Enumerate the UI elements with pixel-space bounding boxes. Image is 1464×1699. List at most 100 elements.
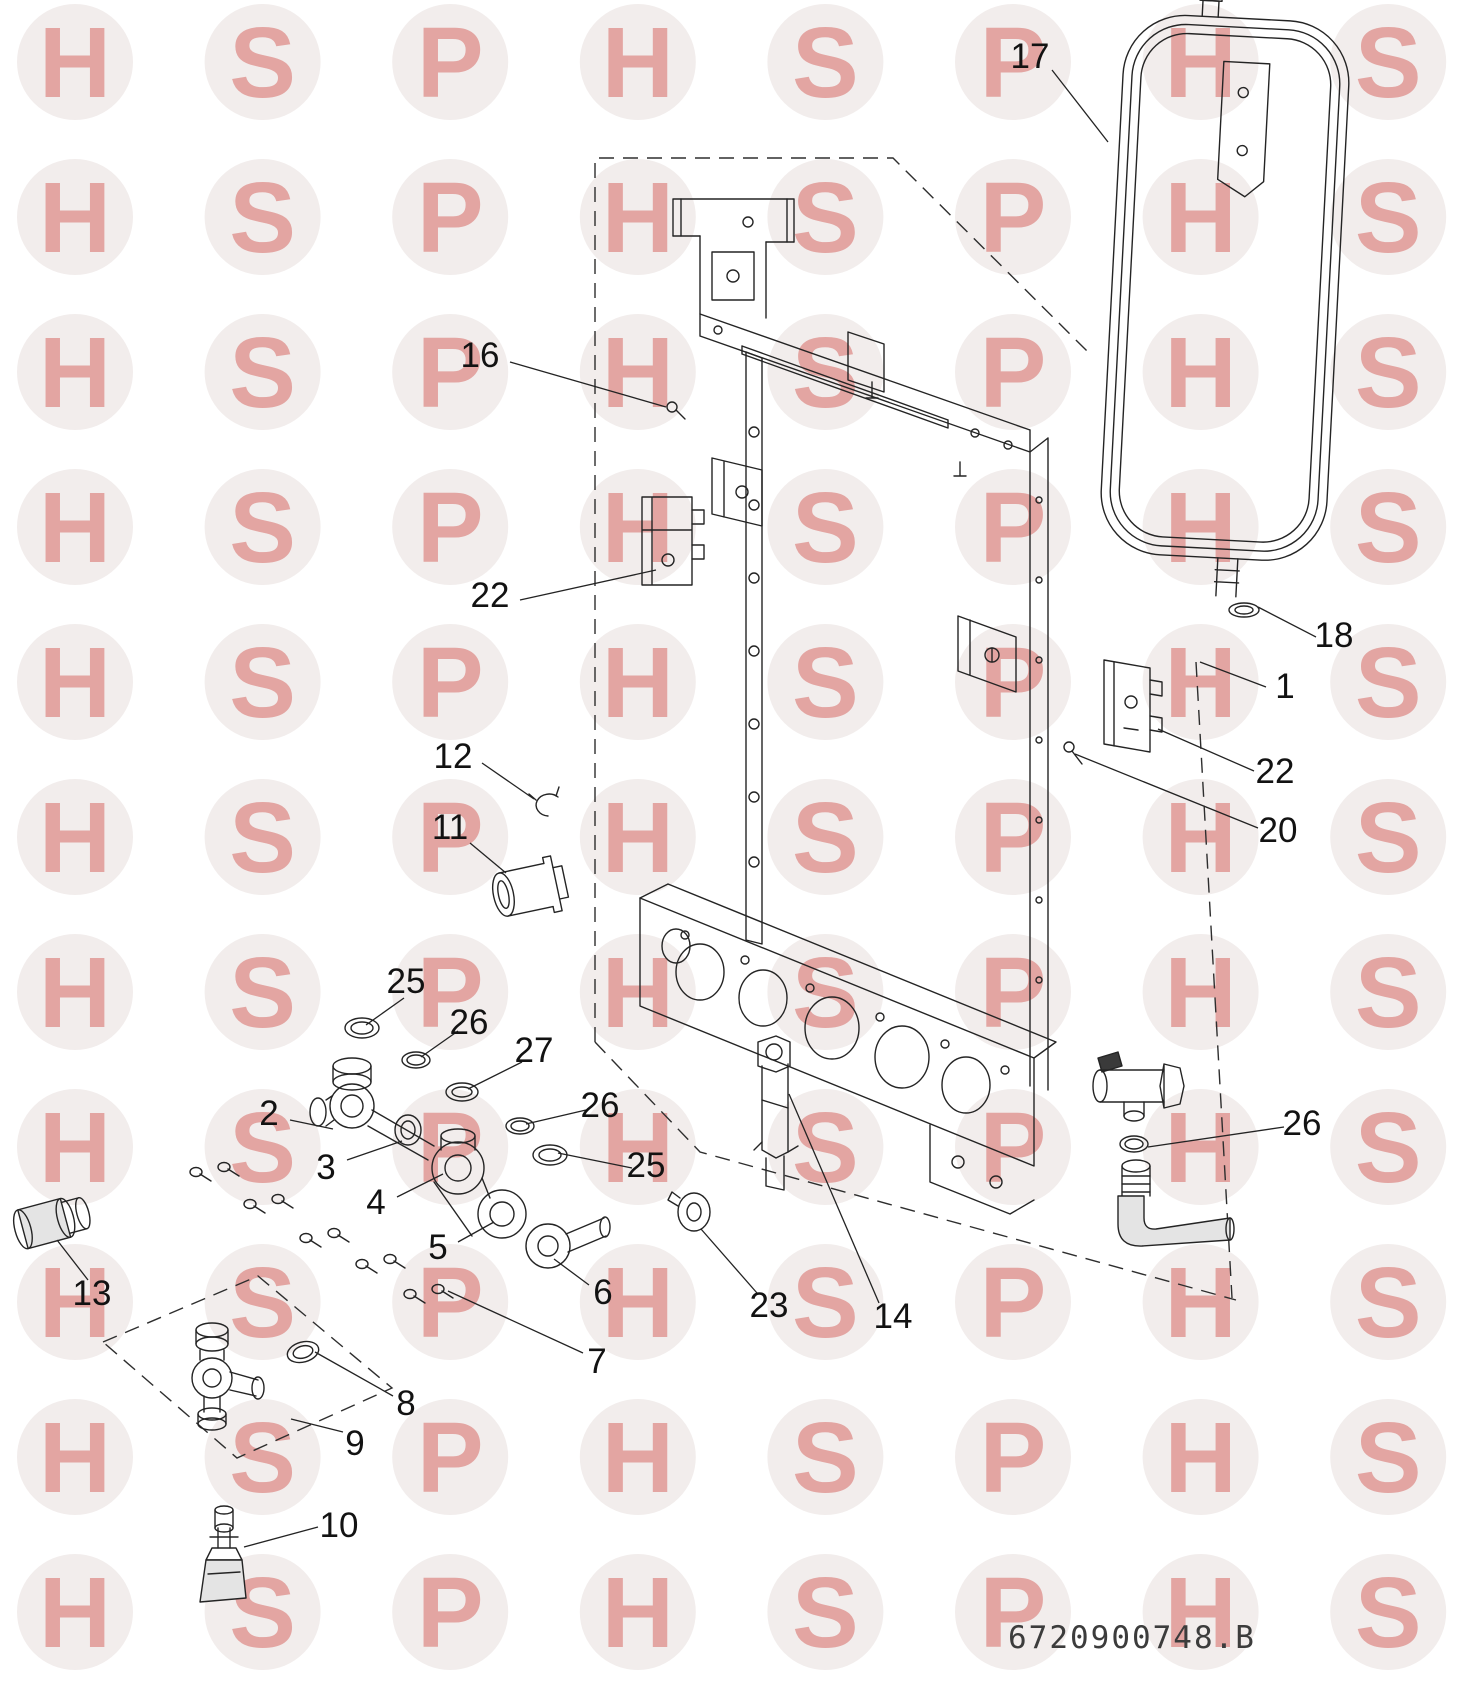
watermark-letter: H (602, 317, 674, 429)
part-label-20: 20 (1258, 811, 1298, 850)
watermark-circle (579, 779, 696, 895)
diagram-code: 6720900748.B (1008, 1620, 1256, 1656)
watermark-letter: S (229, 317, 296, 429)
part-label-25: 25 (626, 1146, 666, 1185)
watermark-letter: H (39, 162, 111, 274)
watermark-letter: H (1164, 1247, 1236, 1359)
watermark-circle (17, 1089, 133, 1205)
part-label-1: 1 (1275, 667, 1295, 706)
watermark-circle (1330, 1089, 1447, 1205)
watermark-circle (204, 1399, 321, 1515)
watermark-letter: S (792, 472, 859, 584)
watermark-letter: S (792, 162, 859, 274)
watermark-circle (955, 779, 1071, 895)
elbow-pipe-drawing (1117, 1159, 1235, 1247)
watermark-circle (392, 779, 509, 895)
oring-8-drawing (286, 1340, 320, 1364)
watermark-letter: P (417, 627, 484, 739)
watermark-letter: S (1355, 162, 1422, 274)
watermark-circle (579, 1554, 696, 1670)
part-label-22: 22 (1255, 752, 1295, 791)
watermark-circle (17, 934, 133, 1050)
watermark-letter: S (1355, 1092, 1422, 1204)
watermark-circle (955, 314, 1071, 430)
watermark-circle (1142, 779, 1259, 895)
watermark-circle (1142, 4, 1259, 120)
watermark-letter: H (39, 1402, 111, 1514)
watermark-letter: H (1164, 1092, 1236, 1204)
part-label-27: 27 (514, 1031, 554, 1070)
watermark-circle (204, 469, 321, 585)
watermark-circle (767, 624, 884, 740)
watermark-letter: P (417, 162, 484, 274)
watermark-letter: H (1164, 937, 1236, 1049)
watermark-circle (767, 4, 884, 120)
watermark-letter: H (1164, 472, 1236, 584)
part-label-23: 23 (749, 1286, 789, 1325)
watermark-letter: H (39, 937, 111, 1049)
watermark-circle (579, 159, 696, 275)
watermark-circle (392, 1244, 509, 1360)
watermark-letter: S (792, 782, 859, 894)
watermark-letter: S (1355, 1557, 1422, 1669)
frame-drawing (639, 198, 1057, 1215)
watermark-letter: P (417, 782, 484, 894)
watermark-letter: P (417, 317, 484, 429)
watermark-letter: S (1355, 7, 1422, 119)
fitting-11-drawing (491, 855, 570, 917)
watermark-circle (392, 934, 509, 1050)
watermark-letter: H (39, 1557, 111, 1669)
watermark-circle (767, 159, 884, 275)
watermark-letter: S (792, 7, 859, 119)
boundary-dashed-lines (101, 157, 1237, 1459)
watermark-letter: S (1355, 937, 1422, 1049)
valve-9-drawing (191, 1322, 265, 1431)
watermark-letter: S (1355, 1402, 1422, 1514)
part-label-16: 16 (460, 336, 500, 375)
part-label-18: 18 (1314, 616, 1354, 655)
watermark-letter: H (1164, 1402, 1236, 1514)
watermark-letter: P (417, 1092, 484, 1204)
watermark-letter: S (229, 937, 296, 1049)
watermark-circle (17, 314, 133, 430)
watermark-circle (1330, 159, 1447, 275)
watermark-letter: P (980, 1402, 1047, 1514)
watermark-circle (204, 159, 321, 275)
screw-16-drawing (666, 401, 686, 420)
watermark-circle (955, 4, 1071, 120)
watermark-circle (1330, 4, 1447, 120)
relief-valve-drawing (1092, 1051, 1185, 1122)
watermark-circle (204, 779, 321, 895)
watermark-letter: H (602, 627, 674, 739)
watermark-letter: P (980, 7, 1047, 119)
watermark-letter: S (792, 317, 859, 429)
part-label-7: 7 (587, 1342, 607, 1381)
bracket-14-drawing (753, 1035, 799, 1191)
part-label-11: 11 (431, 808, 469, 847)
watermark-letter: H (1164, 162, 1236, 274)
watermark-circle (767, 1089, 884, 1205)
watermark-circle (955, 624, 1071, 740)
watermark-circle (392, 1554, 509, 1670)
watermark-circle (955, 1244, 1071, 1360)
watermark-circle (767, 1399, 884, 1515)
watermark-circle (1142, 1244, 1259, 1360)
watermark-letter: S (229, 782, 296, 894)
bracket-22-right-drawing (1103, 659, 1163, 753)
watermark-circle (955, 1399, 1071, 1515)
plug-10-drawing (199, 1505, 247, 1603)
watermark-letter: S (792, 1402, 859, 1514)
watermark-circle (1142, 159, 1259, 275)
watermark-circle (579, 314, 696, 430)
watermark-circle (1142, 934, 1259, 1050)
watermark-letter: P (417, 1247, 484, 1359)
watermark-circle (17, 779, 133, 895)
part-label-2: 2 (259, 1094, 279, 1133)
watermark-circle (1142, 1399, 1259, 1515)
watermark-circle (955, 1089, 1071, 1205)
watermark-circle (204, 314, 321, 430)
watermark-letter: P (980, 1557, 1047, 1669)
watermark-letter: H (39, 1092, 111, 1204)
watermark-letter: H (1164, 1557, 1236, 1669)
